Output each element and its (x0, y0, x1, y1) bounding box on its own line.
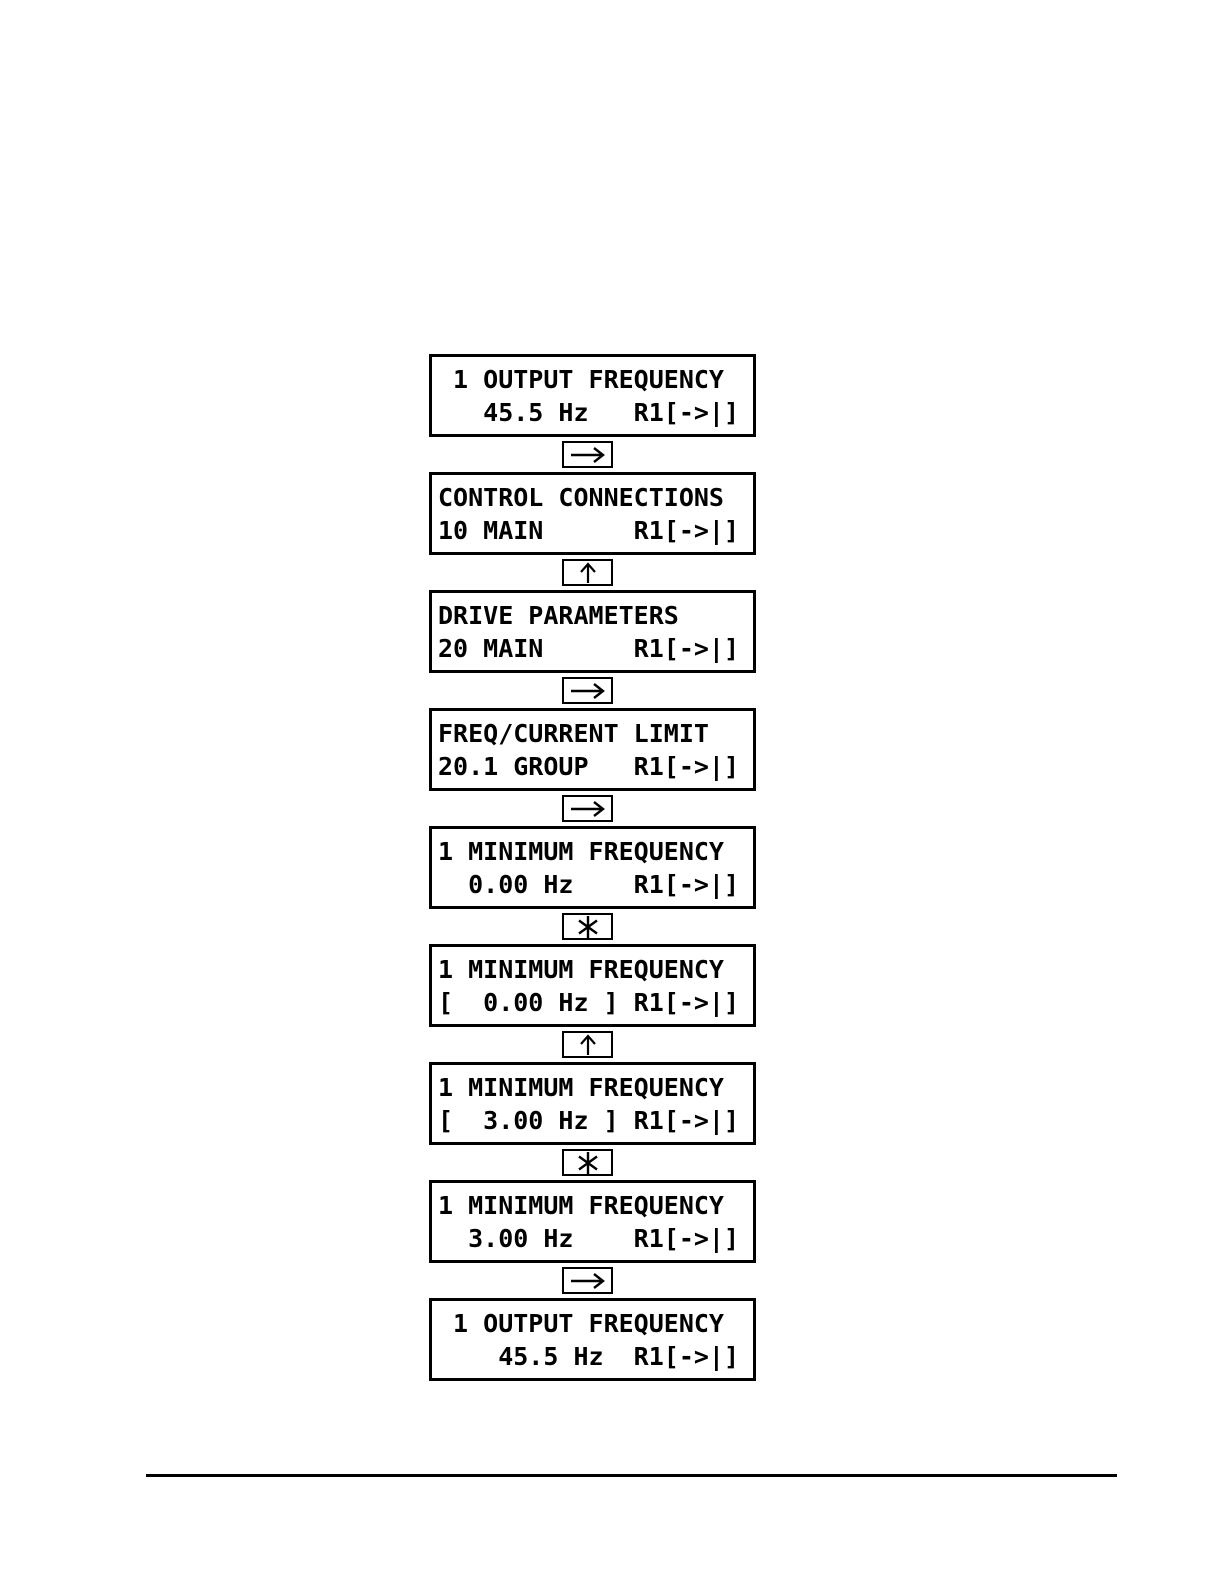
asterisk-icon (576, 1151, 600, 1175)
lcd-line-1: FREQ/CURRENT LIMIT (438, 719, 709, 748)
right-arrow-icon (569, 682, 607, 700)
lcd-screen-control-connections: CONTROL CONNECTIONS 10 MAIN R1[->|] (429, 472, 756, 555)
lcd-line-1: DRIVE PARAMETERS (438, 601, 679, 630)
key-up-arrow-1 (562, 559, 613, 586)
key-up-arrow-2 (562, 1031, 613, 1058)
lcd-line-1: 1 MINIMUM FREQUENCY (438, 837, 724, 866)
lcd-screen-minimum-frequency-saved: 1 MINIMUM FREQUENCY 3.00 Hz R1[->|] (429, 1180, 756, 1263)
lcd-line-1: 1 OUTPUT FREQUENCY (438, 1309, 724, 1338)
lcd-line-2: 20.1 GROUP R1[->|] (438, 752, 740, 781)
lcd-line-2: 45.5 Hz R1[->|] (438, 1342, 740, 1371)
key-right-arrow-1 (562, 441, 613, 468)
lcd-screen-minimum-frequency-edit-0: 1 MINIMUM FREQUENCY [ 0.00 Hz ] R1[->|] (429, 944, 756, 1027)
lcd-line-2: [ 3.00 Hz ] R1[->|] (438, 1106, 740, 1135)
lcd-line-1: 1 MINIMUM FREQUENCY (438, 1191, 724, 1220)
key-asterisk-2 (562, 1149, 613, 1176)
lcd-line-2: 20 MAIN R1[->|] (438, 634, 740, 663)
lcd-line-1: 1 MINIMUM FREQUENCY (438, 1073, 724, 1102)
lcd-line-1: 1 MINIMUM FREQUENCY (438, 955, 724, 984)
lcd-screen-minimum-frequency-read: 1 MINIMUM FREQUENCY 0.00 Hz R1[->|] (429, 826, 756, 909)
lcd-line-2: 45.5 Hz R1[->|] (438, 398, 740, 427)
up-arrow-icon (579, 1033, 597, 1056)
up-arrow-icon (579, 561, 597, 584)
key-asterisk-1 (562, 913, 613, 940)
key-right-arrow-4 (562, 1267, 613, 1294)
asterisk-icon (576, 915, 600, 939)
right-arrow-icon (569, 800, 607, 818)
right-arrow-icon (569, 446, 607, 464)
lcd-screen-drive-parameters: DRIVE PARAMETERS 20 MAIN R1[->|] (429, 590, 756, 673)
key-right-arrow-3 (562, 795, 613, 822)
lcd-screen-output-frequency-1: 1 OUTPUT FREQUENCY 45.5 Hz R1[->|] (429, 354, 756, 437)
lcd-screen-minimum-frequency-edit-3: 1 MINIMUM FREQUENCY [ 3.00 Hz ] R1[->|] (429, 1062, 756, 1145)
lcd-line-2: 0.00 Hz R1[->|] (438, 870, 740, 899)
lcd-line-1: 1 OUTPUT FREQUENCY (438, 365, 724, 394)
key-right-arrow-2 (562, 677, 613, 704)
lcd-line-2: 3.00 Hz R1[->|] (438, 1224, 740, 1253)
lcd-line-1: CONTROL CONNECTIONS (438, 483, 724, 512)
lcd-line-2: [ 0.00 Hz ] R1[->|] (438, 988, 740, 1017)
footer-rule (146, 1474, 1117, 1477)
keypad-flow-diagram: 1 OUTPUT FREQUENCY 45.5 Hz R1[->|] CONTR… (429, 354, 756, 1381)
lcd-screen-freq-current-limit: FREQ/CURRENT LIMIT 20.1 GROUP R1[->|] (429, 708, 756, 791)
lcd-line-2: 10 MAIN R1[->|] (438, 516, 740, 545)
right-arrow-icon (569, 1272, 607, 1290)
lcd-screen-output-frequency-2: 1 OUTPUT FREQUENCY 45.5 Hz R1[->|] (429, 1298, 756, 1381)
